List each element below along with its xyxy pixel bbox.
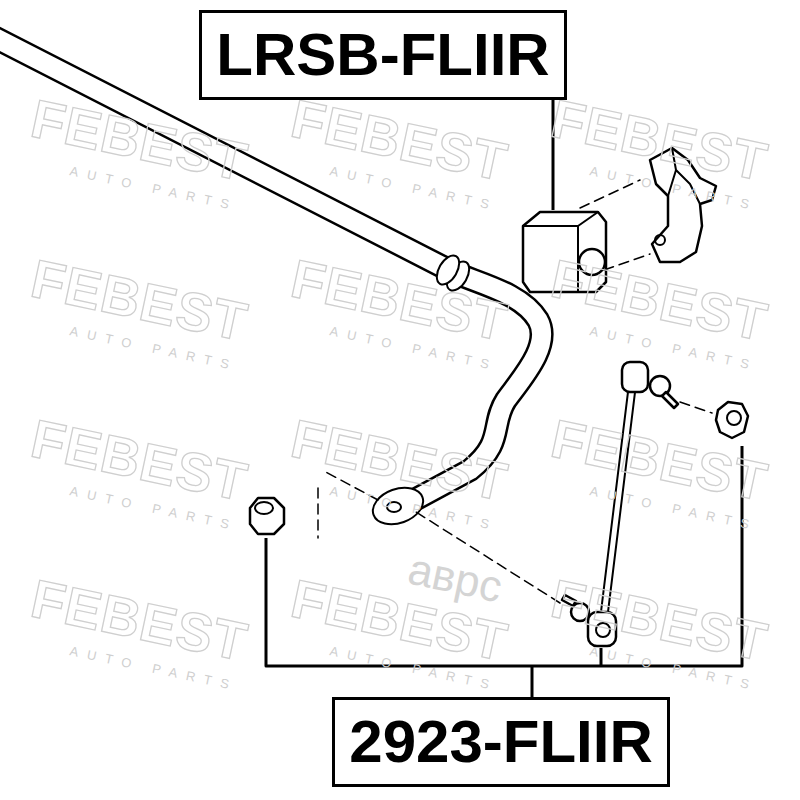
- bracket-hole: [655, 235, 665, 245]
- watermark-text: AUTO PARTS: [68, 483, 239, 533]
- watermark-text: AUTO PARTS: [68, 323, 239, 373]
- leader-line: [266, 446, 742, 666]
- watermark-text: AUTO PARTS: [328, 483, 499, 533]
- watermark-text: AUTO PARTS: [588, 163, 759, 213]
- bracket-edge: [668, 148, 700, 204]
- stabilizer-bar: [0, 30, 542, 505]
- part-number-box: 2923-FLIIR: [332, 697, 669, 787]
- watermark-logo: FEBEST: [286, 407, 513, 513]
- bushing-hole: [579, 249, 605, 275]
- bar-eye: [368, 481, 428, 531]
- bracket: [650, 148, 716, 262]
- watermark-text: AUTO PARTS: [68, 643, 239, 693]
- leader-line: [552, 100, 555, 210]
- watermark-logo: FEBEST: [26, 407, 253, 513]
- bar-ring: [432, 252, 464, 289]
- link-top-stud: [662, 392, 678, 408]
- link-bottom-housing: [588, 612, 616, 646]
- watermark-text: AUTO PARTS: [328, 323, 499, 373]
- assembly-line: [604, 254, 650, 270]
- bushing: [523, 212, 606, 292]
- part-number: 2923-FLIIR: [349, 704, 652, 780]
- link-rod: [604, 388, 632, 616]
- watermark-text: AUTO PARTS: [588, 323, 759, 373]
- watermark-logo: FEBEST: [286, 87, 513, 193]
- stabilizer-bar-outline: [0, 30, 542, 505]
- watermark-logo: FEBEST: [26, 87, 253, 193]
- watermark-logo: FEBEST: [26, 247, 253, 353]
- watermark-text: аврс: [404, 544, 507, 613]
- link-rod: [604, 388, 632, 616]
- bar-eye-hole: [387, 502, 401, 512]
- assembly-line: [680, 402, 712, 413]
- link-bottom-ball: [596, 623, 610, 637]
- watermark-text: AUTO PARTS: [588, 483, 759, 533]
- watermark-logo: FEBEST: [546, 407, 773, 513]
- part-number: LRSB-FLIIR: [216, 17, 549, 93]
- watermark-text: AUTO PARTS: [328, 643, 499, 693]
- watermark-logo: FEBEST: [546, 567, 773, 673]
- assembly-line: [580, 180, 640, 208]
- assembly-line: [317, 488, 319, 538]
- watermark-logo: FEBEST: [546, 247, 773, 353]
- watermark-logo: FEBEST: [26, 567, 253, 673]
- leader-line: [600, 648, 603, 666]
- assembly-line: [322, 470, 378, 500]
- watermark-text: AUTO PARTS: [588, 643, 759, 693]
- link-bottom-stud: [562, 595, 576, 606]
- nut: [716, 402, 748, 438]
- assembly-line: [416, 512, 560, 603]
- watermark-text: AUTO PARTS: [68, 163, 239, 213]
- nut-hole: [727, 411, 741, 425]
- link-top-housing: [622, 362, 648, 392]
- nut: [250, 498, 284, 534]
- part-number-box: LRSB-FLIIR: [199, 10, 566, 100]
- watermark-logo: FEBEST: [286, 247, 513, 353]
- watermark-logo: FEBEST: [546, 87, 773, 193]
- watermark-text: AUTO PARTS: [328, 163, 499, 213]
- nut-hole: [255, 502, 273, 514]
- watermark-logo: FEBEST: [286, 567, 513, 673]
- leader-line: [531, 666, 534, 697]
